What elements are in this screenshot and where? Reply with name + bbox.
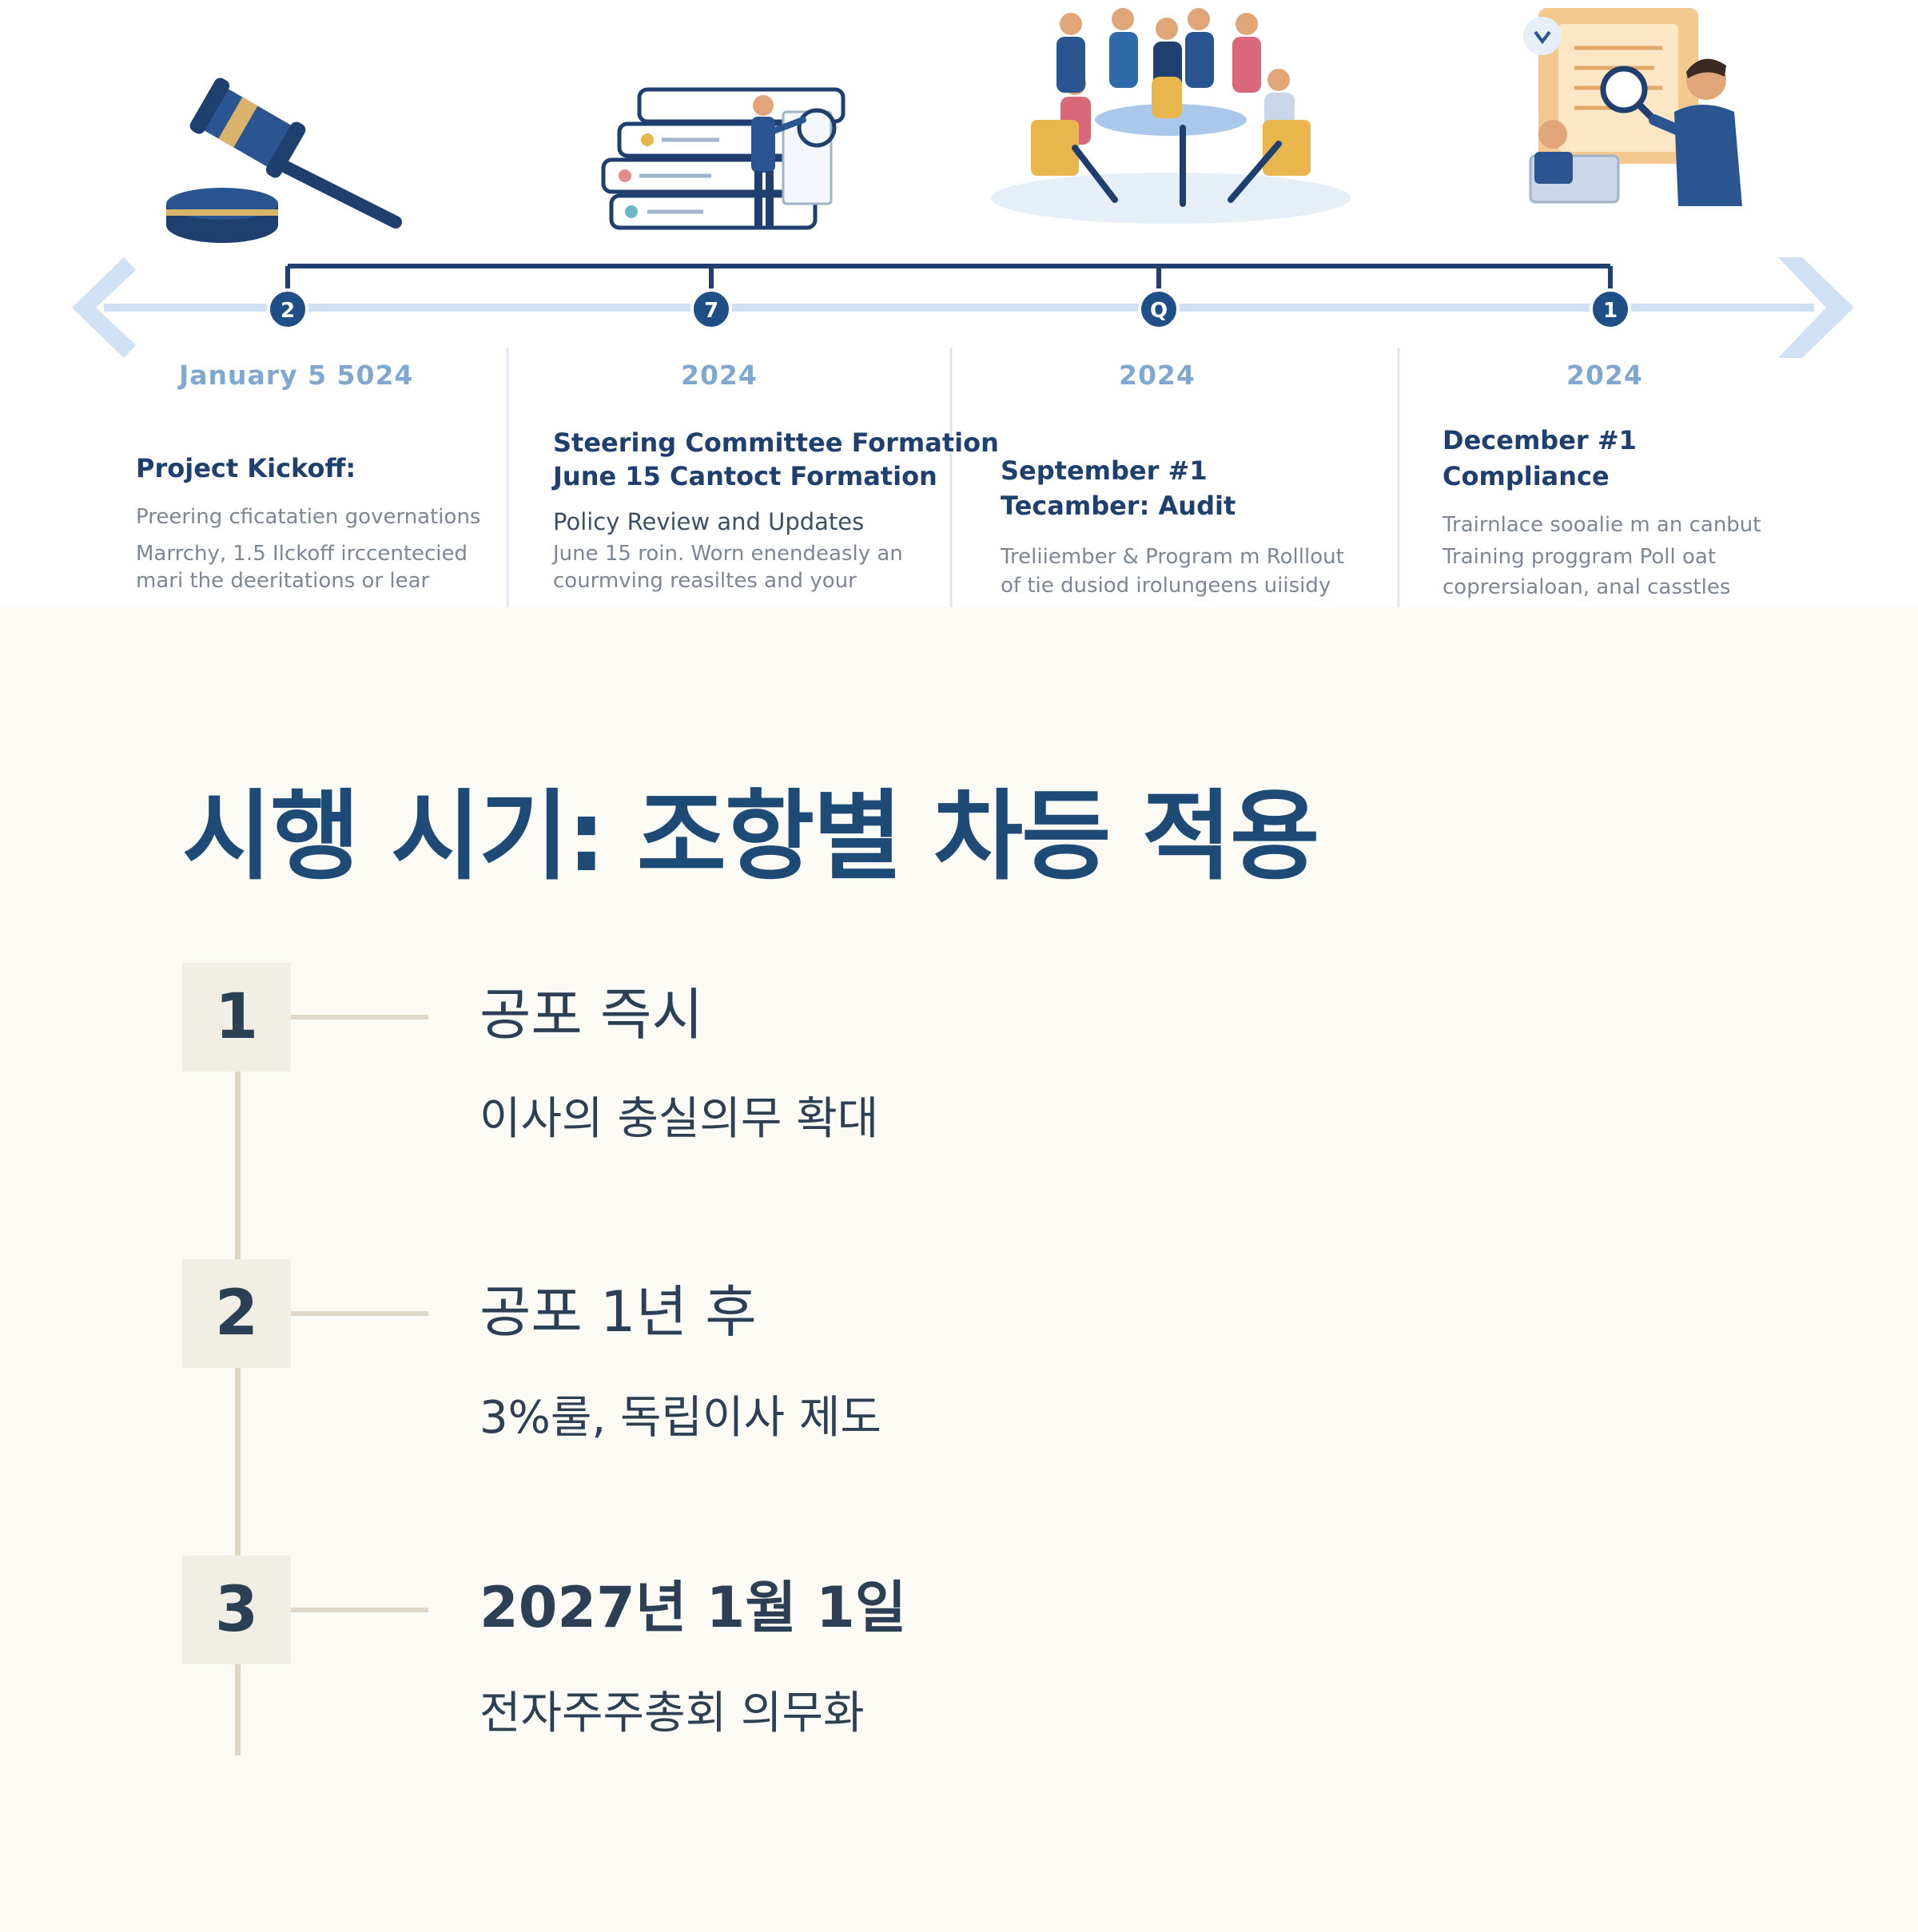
column-title: Compliance — [1442, 461, 1610, 491]
timeline-illustration: 2 7 Q 1 — [0, 0, 1918, 607]
column-title: December #1 — [1442, 425, 1637, 455]
step-title: 공포 즉시 — [480, 982, 703, 1047]
step-number-badge: 3 — [182, 1556, 291, 1664]
step-number-badge: 2 — [182, 1259, 291, 1368]
column-text: of tie dusiod irolungeens uiisidy — [1001, 574, 1331, 598]
left-arrow-icon — [72, 257, 136, 358]
timeline-marker: Q — [1138, 288, 1180, 330]
column-title: Steering Committee Formation — [553, 427, 999, 458]
column-subtitle: Policy Review and Updates — [553, 508, 865, 535]
svg-text:7: 7 — [704, 299, 718, 323]
team-meeting-icon — [991, 8, 1351, 224]
step-description: 이사의 충실의무 확대 — [480, 1093, 879, 1145]
gavel-icon — [166, 78, 402, 243]
timeline-graphic: 2 7 Q 1 — [72, 8, 1854, 607]
step-description: 전자주주총회 의무화 — [480, 1688, 865, 1739]
timeline-arrow — [72, 257, 1854, 358]
column-title: June 15 Cantoct Formation — [553, 461, 937, 491]
column-title: Tecamber: Audit — [1001, 491, 1236, 521]
svg-text:1: 1 — [1603, 299, 1618, 323]
timeline-marker: 7 — [690, 288, 732, 330]
column-text: June 15 roin. Worn enendeasly an — [553, 542, 903, 566]
document-stack-icon — [601, 87, 846, 230]
step-connector-line — [235, 1367, 241, 1556]
svg-text:2: 2 — [281, 299, 295, 323]
step-connector — [291, 1311, 428, 1316]
column-text: courmving reasiltes and your — [553, 569, 857, 593]
column-title: Project Kickoff: — [136, 453, 356, 483]
column-title: September #1 — [1001, 455, 1208, 486]
step-number-badge: 1 — [182, 963, 291, 1071]
timeline-marker: 1 — [1590, 288, 1631, 330]
column-date: 2024 — [681, 360, 758, 391]
column-text: Trairnlace sooalie m an canbut — [1442, 513, 1761, 537]
step-title: 2027년 1월 1일 — [480, 1575, 907, 1640]
svg-text:Q: Q — [1150, 299, 1168, 323]
page-title: 시행 시기: 조항별 차등 적용 — [182, 780, 1319, 893]
column-text: mari the deeritations or lear — [136, 569, 430, 593]
column-text: Marrchy, 1.5 Ilckoff irccentecied — [136, 542, 468, 566]
timeline-marker: 2 — [267, 288, 308, 330]
right-arrow-icon — [1778, 257, 1854, 358]
step-connector-line — [235, 1664, 241, 1755]
step-description: 3%룰, 독립이사 제도 — [480, 1392, 881, 1444]
column-text: coprersialoan, anal casstles — [1442, 575, 1731, 599]
column-date: 2024 — [1566, 360, 1643, 391]
audit-inspection-icon — [1523, 8, 1742, 206]
step-connector-line — [235, 1071, 241, 1259]
step-connector — [291, 1608, 428, 1612]
column-text: Treliiember & Program m Rolllout — [1001, 545, 1344, 569]
column-date: 2024 — [1119, 360, 1196, 391]
step-title: 공포 1년 후 — [480, 1279, 757, 1345]
column-date: January 5 5024 — [179, 360, 414, 391]
step-connector — [291, 1015, 428, 1020]
column-text: Training proggram Poll oat — [1442, 545, 1717, 569]
column-text: Preering cficatatien governations — [136, 505, 481, 529]
timeline-bracket — [285, 264, 1613, 304]
